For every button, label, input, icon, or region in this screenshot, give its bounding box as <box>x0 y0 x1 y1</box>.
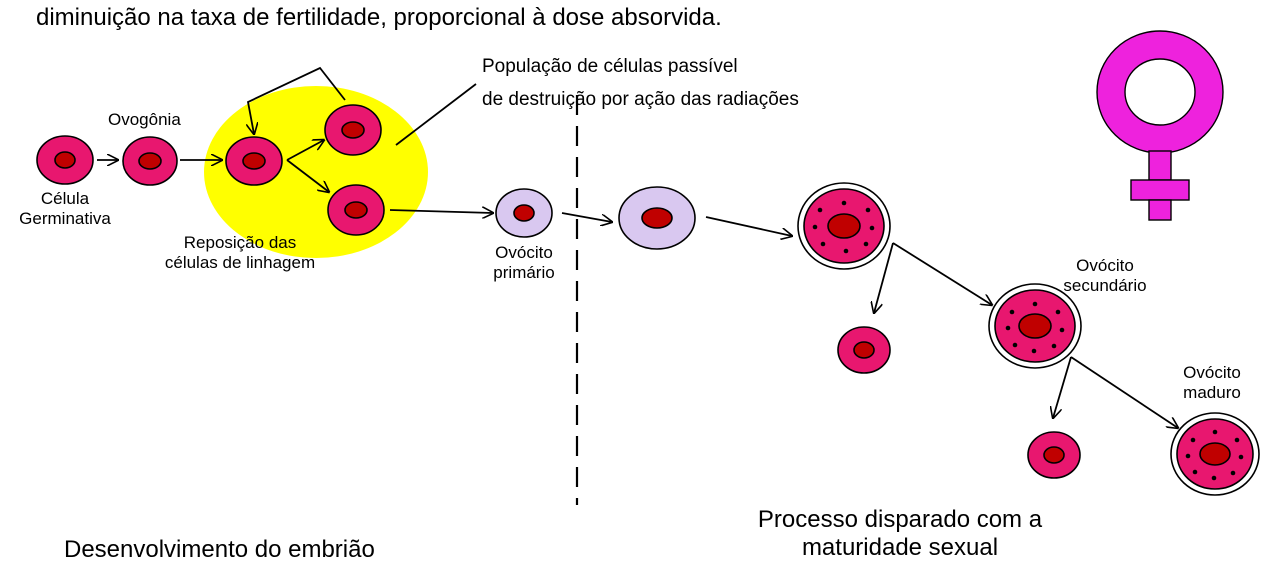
follicles <box>797 182 1260 496</box>
footer-embryo: Desenvolvimento do embrião <box>64 536 375 563</box>
arrow-to-upper <box>286 140 324 161</box>
header-text: diminuição na taxa de fertilidade, propo… <box>36 4 722 31</box>
arrow-follicle2-to-polar2 <box>1053 356 1072 418</box>
arrow-follicle2-to-follicle3 <box>1070 356 1178 428</box>
arrow-enlarged-to-follicle1 <box>705 216 792 236</box>
label-ovogonia: Ovogônia <box>108 110 181 129</box>
follicle-2 <box>988 283 1082 369</box>
female-symbol-icon <box>1096 30 1224 221</box>
arrow-follicle1-to-polar1 <box>874 242 894 313</box>
arrow-to-primary <box>389 210 493 213</box>
follicle-3 <box>1170 412 1260 496</box>
follicle-1 <box>797 182 891 270</box>
simple-cells <box>36 104 1081 479</box>
label-radiation-line2: de destruição por ação das radiações <box>482 89 799 110</box>
arrow-loop-back <box>248 66 346 134</box>
label-radiation-line1: População de células passível <box>482 56 738 77</box>
arrows <box>97 66 1178 428</box>
arrow-primary-to-enlarged <box>561 212 612 222</box>
arrow-follicle1-to-follicle2 <box>892 242 992 305</box>
label-pointer-line <box>395 83 477 146</box>
arrow-to-lower <box>286 159 329 192</box>
